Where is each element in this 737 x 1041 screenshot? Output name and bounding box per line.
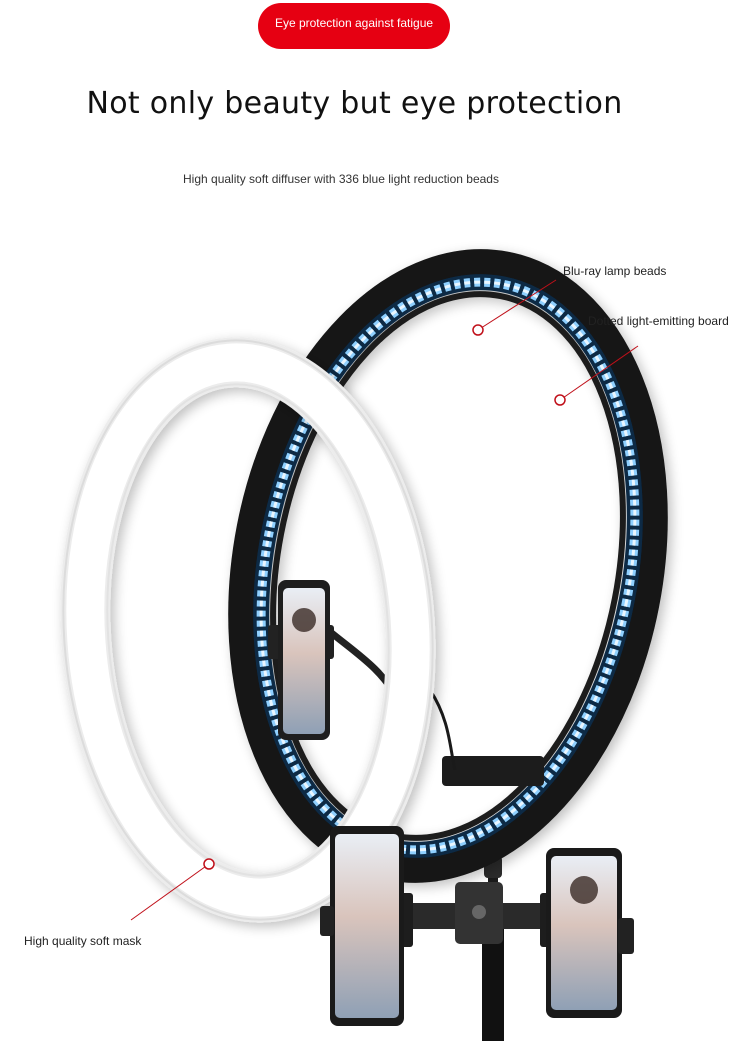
subheadline: High quality soft diffuser with 336 blue… [183, 172, 499, 186]
callout-lamp-beads: Blu-ray lamp beads [563, 264, 667, 278]
dual-phone-bracket [395, 882, 558, 947]
center-phone-holder [268, 580, 402, 740]
callout-soft-mask: High quality soft mask [24, 934, 142, 948]
eye-protection-badge: Eye protection against fatigue [258, 3, 450, 49]
controller-box [442, 756, 544, 786]
black-led-ring [228, 249, 668, 883]
white-diffuser-ring [60, 337, 436, 923]
cable [428, 689, 457, 771]
right-phone [546, 848, 634, 1018]
left-phone [320, 826, 404, 1026]
callout-light-board: Dotted light-emitting board [588, 314, 729, 328]
headline: Not only beauty but eye protection [86, 86, 623, 121]
callout-lines [130, 279, 639, 921]
